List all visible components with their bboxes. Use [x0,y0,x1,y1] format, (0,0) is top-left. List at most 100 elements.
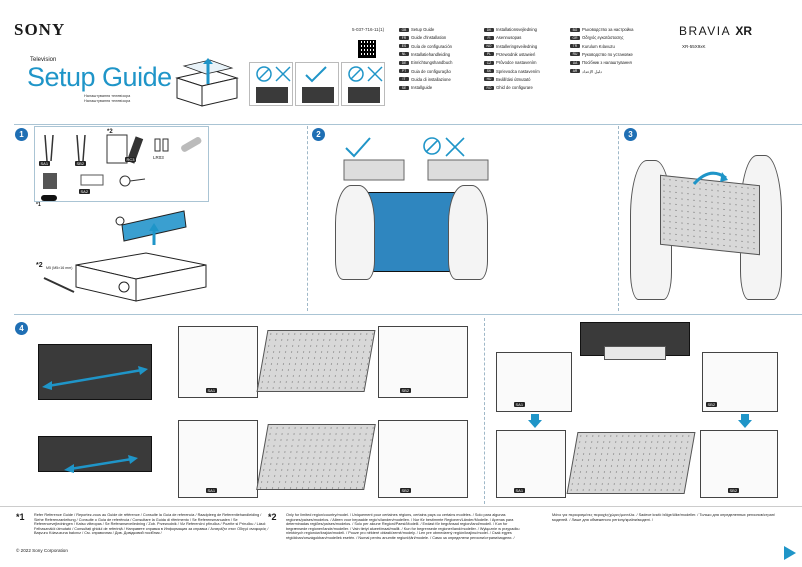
label-sb2-c: SB2 [706,402,717,407]
language-label: Installguide [411,85,433,91]
language-code: DK [484,27,494,32]
label-sa1-d: SA1 [514,488,525,493]
language-label: Installeringsveiledning [496,43,538,49]
language-code: NL [399,52,409,57]
language-code: PL [484,52,494,57]
language-label: Guia de configuração [411,68,451,74]
footnote-1-mark: *1 [16,512,25,522]
model-number: XR-55X9xK [682,44,706,49]
language-code: AR [570,69,580,73]
part-sa1: SA1 [39,161,50,166]
language-label: Einrichtungshandbuch [411,60,453,66]
document-number: 5-037-716-11(1) [352,27,385,32]
language-label: Οδηγός εγκατάστασης [582,35,624,41]
screw-spec: M5 (M5×16 mm) [46,266,73,270]
page-title: Setup Guide [27,62,172,92]
do-tile [295,62,339,106]
language-label: Sprievodca nastavením [496,68,540,74]
zoom-tile-b2 [378,420,468,498]
footnote-mark-2b: *2 [36,262,43,269]
language-label: Kurulum Kılavuzu [582,43,615,49]
language-code: FI [484,35,494,40]
language-code: RU [570,52,580,57]
copyright: © 2022 Sony Corporation [16,548,68,553]
box-open-illustration [175,58,239,107]
language-code: HU [484,77,494,82]
tv-back-a [256,330,376,392]
language-code: TR [570,44,580,49]
tv-back-step3 [660,174,760,256]
tv-in-box [366,192,456,272]
label-sa1-a: SA1 [206,388,217,393]
language-label: Asennusopas [496,35,522,41]
zoom-tile-a2 [378,326,468,398]
language-label: Посібник з налаштування [582,60,632,66]
divider-3 [484,318,485,504]
language-label: Руководство по установке [582,51,633,57]
dont-tile-1 [249,62,293,106]
part-sb2: SB2 [75,161,86,166]
narrow-stand-arrow [64,455,138,473]
row-separator-top [14,124,802,125]
footnote-mark-1: *1 [36,202,41,208]
parts-illustration [43,134,202,189]
tv-back-b [256,424,376,490]
footer-separator [0,506,802,507]
language-code: BG [570,27,580,32]
wide-stand-arrow [42,366,148,390]
grip-do-dont-illustration [343,137,489,181]
bravia-logo: BRAVIA XR [679,24,752,38]
language-label: Průvodce nastavením [496,60,537,66]
zoom-tile-c1 [496,352,572,412]
xr-text: XR [735,24,752,38]
label-sa1-b: SA1 [206,488,217,493]
footnote-mark-2: *2 [107,129,113,135]
language-label: Ghid de configurare [496,85,533,91]
language-code: FR [399,35,409,40]
language-label: دليل الإعداد [582,68,603,74]
language-label: Setup Guide [411,27,435,32]
step-1-badge: 1 [15,128,28,141]
label-sb2-d: SB2 [728,488,739,493]
zoom-tile-b1 [178,420,258,498]
subtitle-line-2: Налаштування телевізора [84,99,131,103]
row-separator-middle [14,314,802,315]
part-sa2: SA2 [79,189,90,194]
qr-code [358,40,376,58]
subtitle-line-1: Налаштування телевізора [84,94,131,98]
unboxing-illustration [75,210,207,302]
soundbar [604,346,666,360]
step-2-badge: 2 [312,128,325,141]
black-badge [41,195,57,201]
language-label: Guida di installazione [411,76,451,82]
label-sb2-a: SB2 [400,388,411,393]
step-4-badge: 4 [15,322,28,335]
language-label: Przewodnik ustawień [496,51,536,57]
part-rc3: RC3 [125,157,137,162]
footnote-2-text: Only for limited region/country/model. /… [286,513,520,540]
category-label: Television [30,57,57,63]
language-code: CZ [484,60,494,65]
language-code: ES [399,44,409,49]
language-label: Beállítási útmutató [496,76,531,82]
rotate-arrow [692,171,728,186]
language-label: Installationsvejledning [496,27,537,32]
sony-logo: SONY [14,20,66,39]
language-code: IT [399,77,409,82]
